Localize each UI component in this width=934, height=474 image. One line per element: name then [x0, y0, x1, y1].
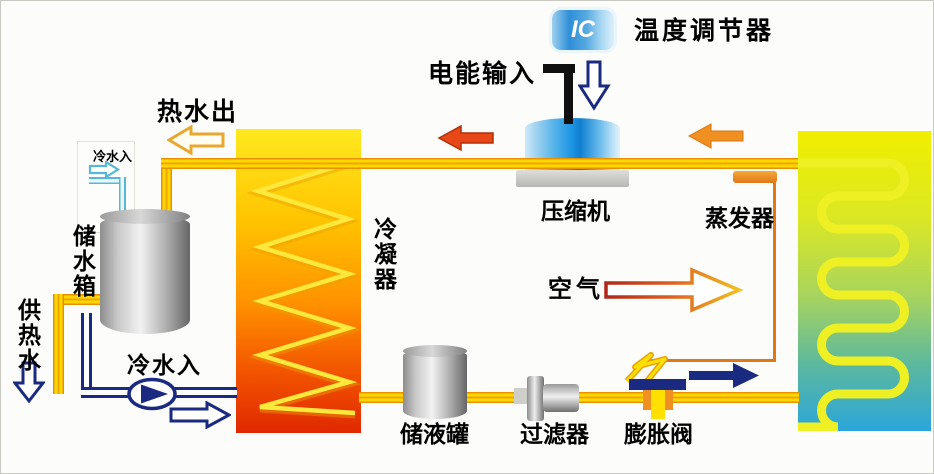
compressor-base	[516, 170, 629, 187]
suction-left-arrow-icon	[687, 123, 744, 149]
power-input-label: 电能输入	[428, 60, 537, 88]
liquid-receiver-top	[403, 345, 467, 357]
hot-water-out-arrow-icon	[167, 125, 225, 156]
hot-water-out-label: 热水出	[157, 98, 239, 126]
water-pump-icon	[127, 377, 177, 411]
filter-body-horizontal	[543, 384, 579, 412]
ic-controller-badge: IC	[552, 10, 614, 50]
pipe-supply-horizontal	[53, 294, 109, 305]
pipe-liquid-line	[359, 392, 799, 403]
power-down-arrow-icon	[578, 60, 611, 111]
expansion-valve-label: 膨胀阀	[624, 421, 693, 447]
cold-water-inlet-label: 冷水入	[93, 149, 133, 164]
pipe-cold-inlet-horizontal	[89, 177, 126, 184]
temperature-controller-label: 温度调节器	[634, 17, 775, 45]
air-flow-arrow-icon	[604, 267, 743, 313]
power-wire-horizontal	[543, 64, 575, 73]
expansion-valve-spring-icon	[624, 352, 668, 383]
pipe-hot-water-down	[161, 158, 172, 224]
evaporator-coil-icon	[798, 158, 909, 431]
cold-water-pump-label: 冷水入	[127, 352, 202, 378]
liquid-receiver	[403, 350, 467, 419]
evaporator-label: 蒸发器	[705, 205, 774, 231]
compressor-label: 压缩机	[541, 198, 610, 224]
expansion-valve-bar	[629, 379, 686, 390]
filter-label: 过滤器	[520, 421, 589, 447]
pipe-cold-inlet-vertical	[119, 177, 126, 224]
power-wire-vertical	[564, 64, 573, 124]
condenser-label: 冷凝器	[370, 217, 397, 292]
pipe-suction-discharge	[161, 158, 798, 169]
capillary-tube-vertical	[773, 181, 776, 361]
condenser-coil-icon	[246, 158, 361, 419]
storage-tank	[100, 215, 190, 334]
filter-inlet-nub	[514, 388, 528, 404]
storage-tank-label: 储水箱	[69, 224, 96, 299]
ic-badge-text: IC	[571, 16, 595, 43]
pipe-supply-vertical	[53, 294, 64, 394]
liquid-receiver-label: 储液罐	[400, 421, 469, 447]
sensor-bulb-icon	[733, 171, 777, 183]
capillary-tube-horizontal	[648, 359, 776, 362]
pipe-water-return-vertical	[81, 313, 92, 387]
discharge-left-arrow-icon	[437, 124, 494, 152]
air-label: 空气	[548, 276, 604, 303]
filter-body-vertical	[527, 376, 544, 421]
hot-water-supply-label: 供热水	[14, 298, 41, 373]
valve-outlet-arrow-icon	[689, 363, 759, 388]
hot-water-supply-arrow-icon	[13, 361, 45, 403]
cold-water-inlet-arrow-icon	[88, 161, 121, 178]
expansion-valve-core	[651, 390, 665, 419]
pump-outlet-arrow-icon	[169, 401, 231, 429]
storage-tank-top	[100, 209, 190, 224]
